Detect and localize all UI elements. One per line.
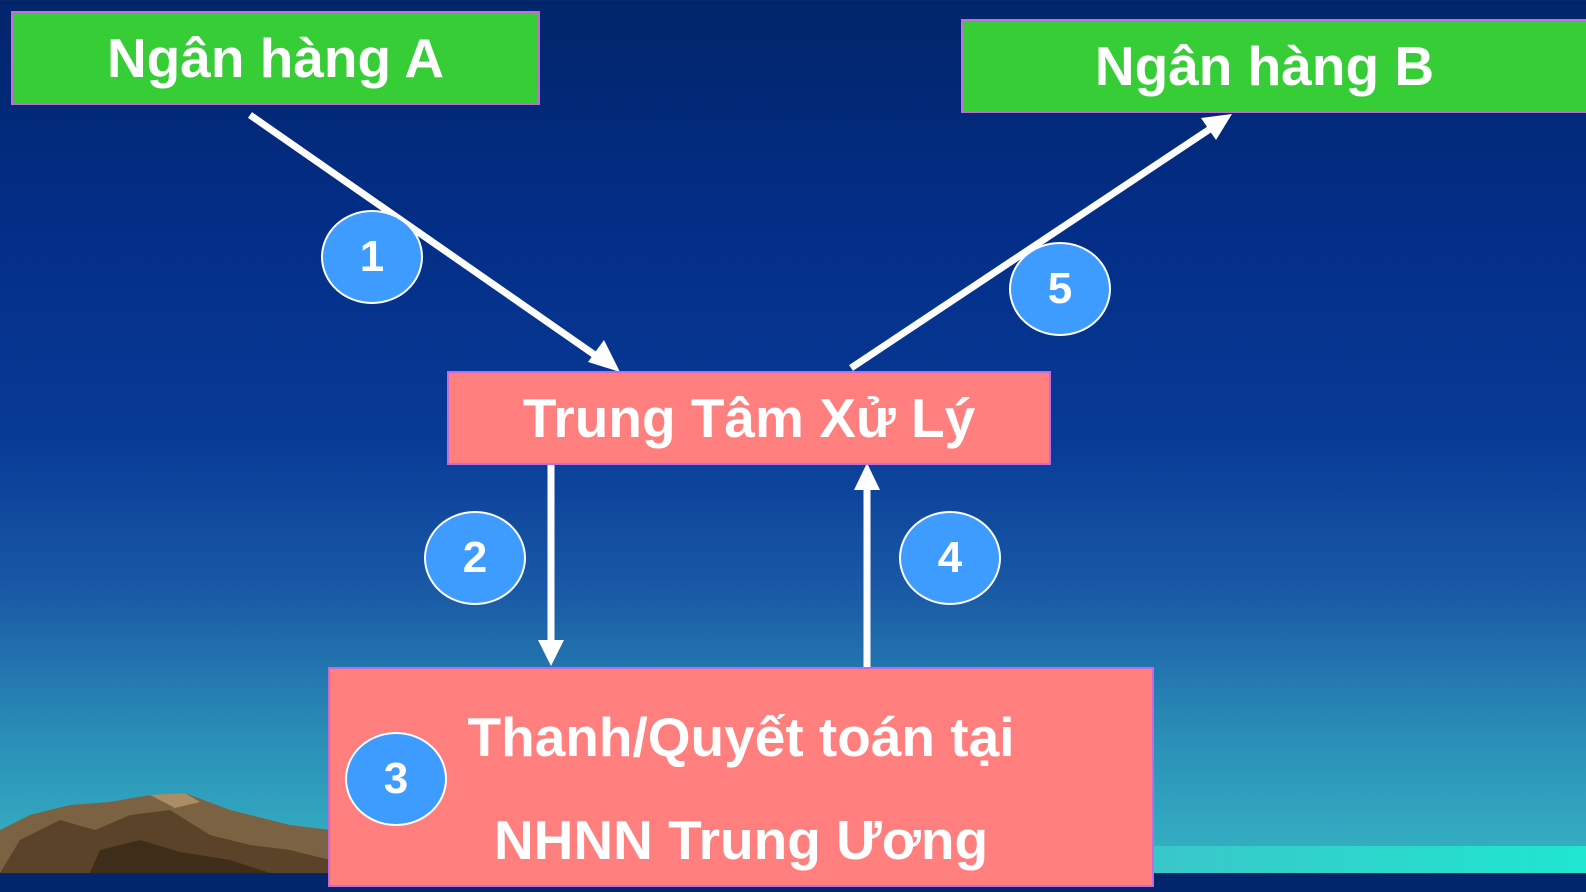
step-1-badge: 1 (321, 210, 423, 304)
step-5-label: 5 (1047, 264, 1073, 313)
step-3-label: 3 (383, 754, 409, 803)
step-4-label: 4 (937, 533, 963, 582)
arrow-1-bank-a-to-center (248, 112, 604, 363)
bank-b-node: Ngân hàng B (961, 19, 1586, 113)
arrow-2-head (538, 640, 564, 666)
mountain-decoration (0, 793, 360, 873)
arrow-5-head (1201, 114, 1232, 140)
step-2-label: 2 (462, 533, 488, 582)
settlement-label-line1: Thanh/Quyết toán tại (467, 706, 1015, 768)
step-4-badge: 4 (899, 511, 1001, 605)
step-2-badge: 2 (424, 511, 526, 605)
step-3-badge: 3 (345, 732, 447, 826)
step-1-label: 1 (359, 232, 385, 281)
processing-center-node: Trung Tâm Xử Lý (447, 371, 1051, 465)
processing-center-label: Trung Tâm Xử Lý (522, 387, 976, 449)
step-5-badge: 5 (1009, 242, 1111, 336)
arrow-4-head (854, 463, 880, 490)
bank-a-node: Ngân hàng A (11, 11, 540, 105)
arrows-layer (0, 0, 1586, 873)
bank-a-label: Ngân hàng A (106, 27, 445, 89)
settlement-label-line2: NHNN Trung Ương (493, 809, 989, 871)
arrow-5-center-to-bank-b (849, 124, 1215, 371)
arrow-1-head (588, 340, 620, 372)
bottom-decor-strip (1154, 846, 1586, 873)
bank-b-label: Ngân hàng B (1094, 35, 1435, 97)
settlement-node: Thanh/Quyết toán tại NHNN Trung Ương (328, 667, 1154, 887)
